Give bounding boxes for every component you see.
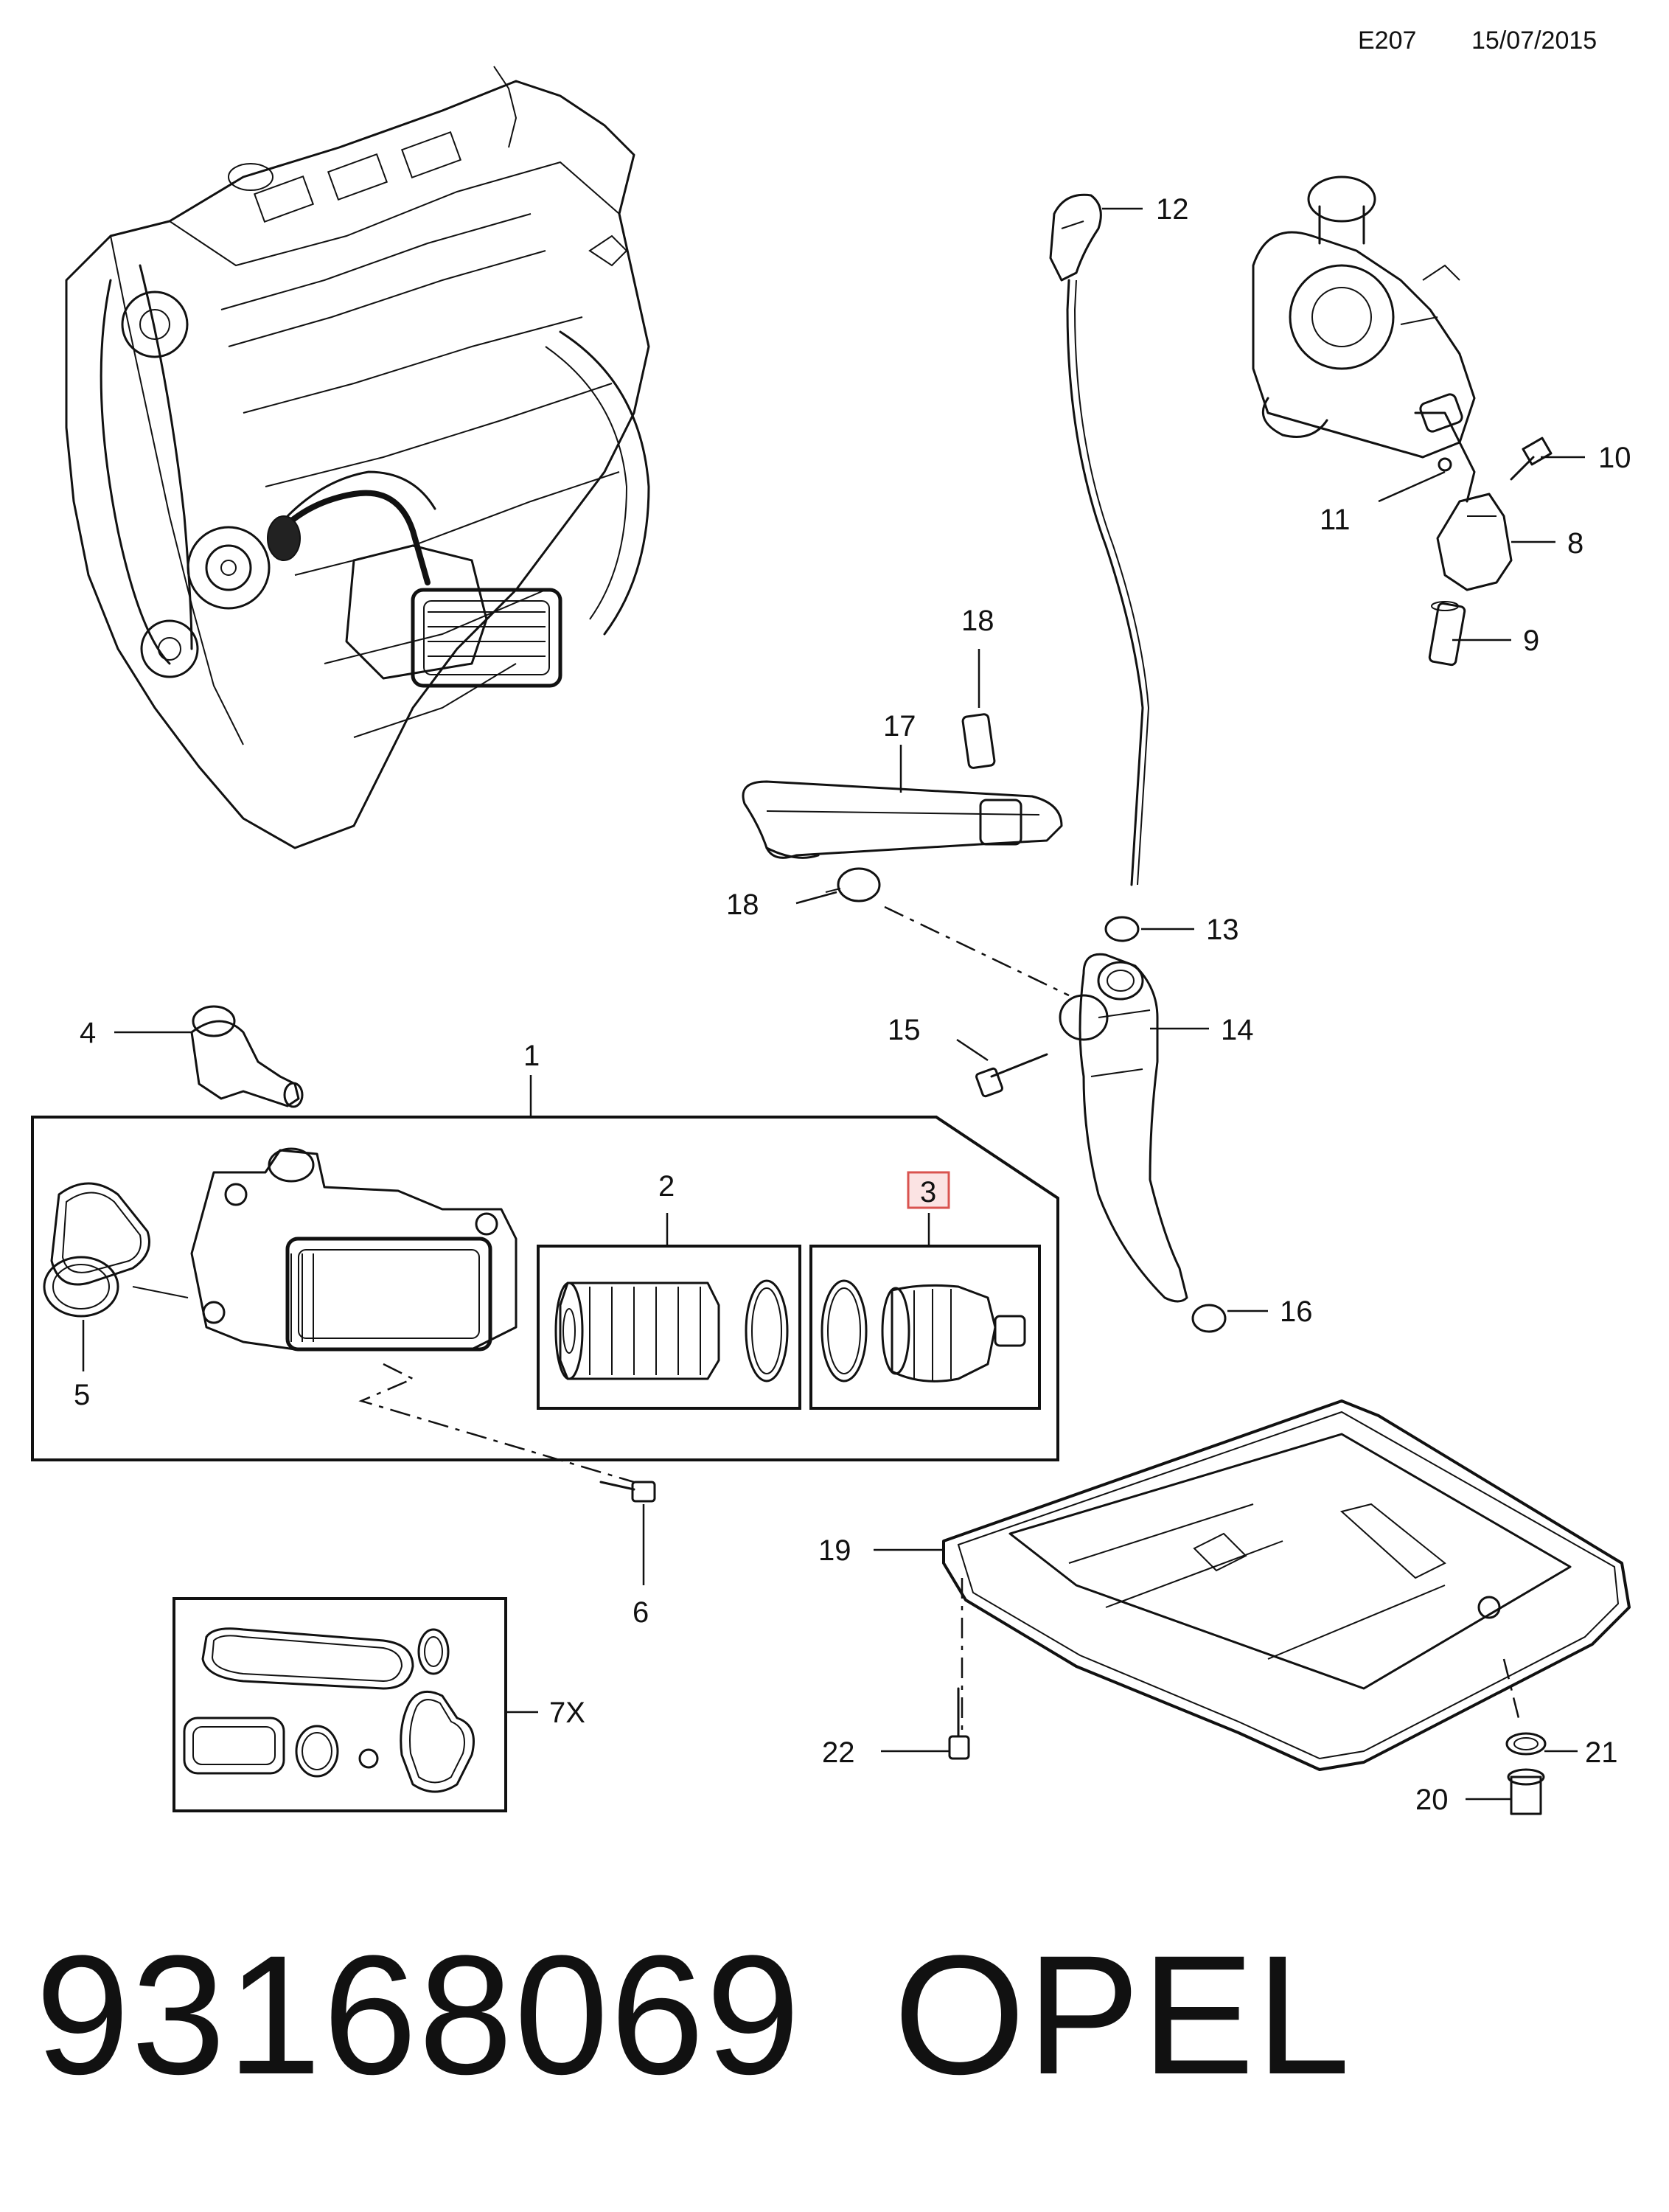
callout-labels: 1 2 3 4 5 6 7X 8 9 10 11 12 13 14 15 16 … [74, 193, 1631, 1816]
callout-21[interactable]: 21 [1585, 1736, 1618, 1769]
callout-6[interactable]: 6 [633, 1596, 649, 1629]
callout-10[interactable]: 10 [1598, 442, 1631, 474]
oil-pan-illustration [942, 1399, 1631, 1771]
dipstick-illustration [1049, 193, 1150, 886]
callout-12[interactable]: 12 [1156, 193, 1189, 226]
bolt-22-illustration [948, 1687, 970, 1760]
callout-16[interactable]: 16 [1280, 1295, 1313, 1328]
bolt-6-illustration [599, 1481, 656, 1503]
filter-element-box [537, 1245, 801, 1410]
leader-lines [82, 207, 1585, 1801]
callout-13[interactable]: 13 [1206, 914, 1239, 946]
breather-hose-illustration [742, 713, 1070, 997]
coolant-adapter-illustration [190, 1005, 304, 1108]
callout-3-highlight [907, 1171, 950, 1209]
diagram-date: 15/07/2015 [1471, 27, 1597, 55]
callout-17[interactable]: 17 [883, 710, 916, 742]
dipstick-tube-illustration [975, 916, 1227, 1333]
callout-18-top[interactable]: 18 [961, 605, 994, 637]
assembly-box-1 [31, 1116, 1059, 1484]
brand-name: OPEL [893, 1920, 1352, 2110]
callout-5[interactable]: 5 [74, 1379, 90, 1411]
callout-14[interactable]: 14 [1221, 1014, 1254, 1046]
callout-1[interactable]: 1 [523, 1040, 540, 1072]
engine-block-illustration [65, 66, 650, 849]
callout-2[interactable]: 2 [658, 1170, 675, 1203]
callout-11[interactable]: 11 [1320, 504, 1351, 536]
callout-8[interactable]: 8 [1567, 527, 1583, 560]
callout-20[interactable]: 20 [1415, 1784, 1449, 1816]
callout-15[interactable]: 15 [888, 1014, 921, 1046]
callout-22[interactable]: 22 [822, 1736, 855, 1769]
drain-plug-illustration [1505, 1732, 1547, 1815]
callout-7x[interactable]: 7X [549, 1697, 585, 1729]
callout-3[interactable]: 3 [920, 1176, 936, 1208]
turbocharger-illustration [1252, 175, 1553, 667]
callout-9[interactable]: 9 [1523, 625, 1539, 657]
gasket-kit-box [173, 1597, 507, 1812]
callout-4[interactable]: 4 [80, 1017, 96, 1049]
callout-18-bottom[interactable]: 18 [726, 888, 759, 921]
diagram-code: E207 [1358, 27, 1417, 55]
callout-19[interactable]: 19 [818, 1534, 851, 1567]
part-number: 93168069 [35, 1920, 802, 2110]
filter-cap-box [809, 1245, 1041, 1410]
